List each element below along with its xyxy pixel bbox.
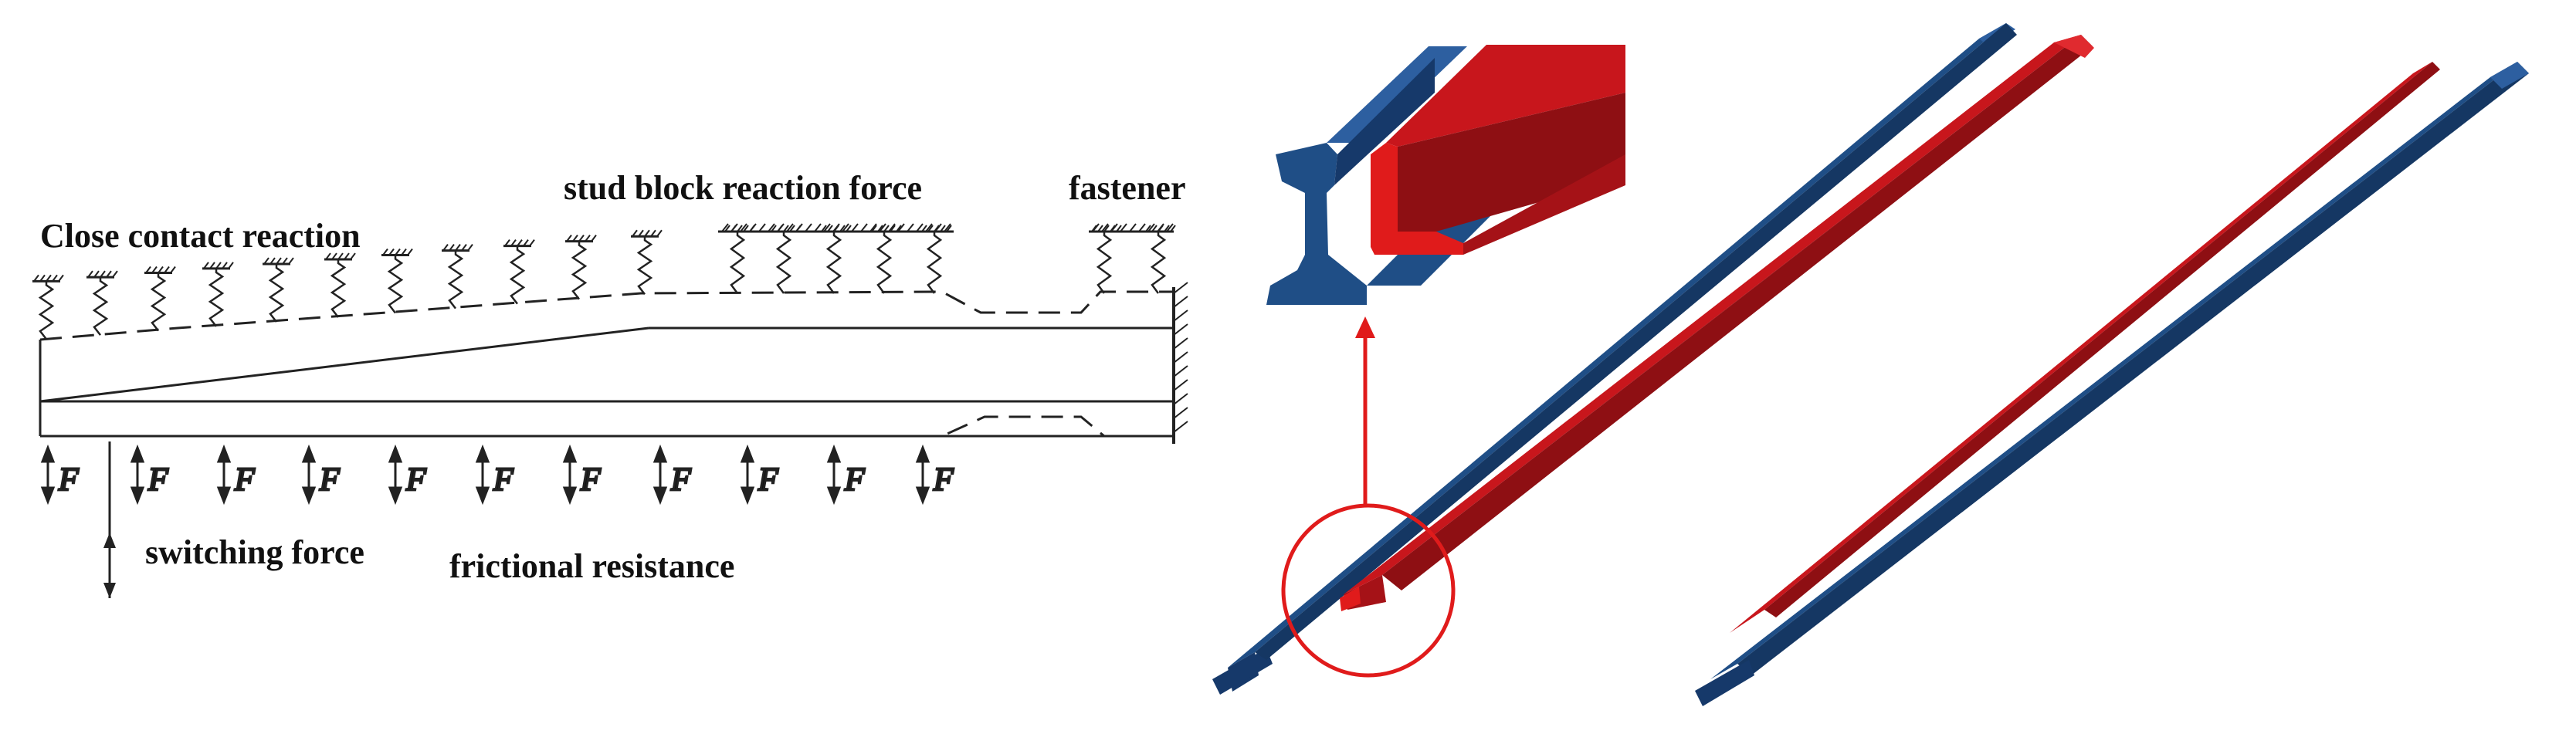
force-label: F bbox=[234, 462, 255, 498]
stock-rail-left bbox=[1212, 23, 2017, 695]
spring-support-icon bbox=[1144, 225, 1176, 294]
double-arrow-icon: F bbox=[130, 444, 170, 506]
double-arrow-icon: F bbox=[40, 444, 80, 506]
double-arrow-icon: F bbox=[826, 444, 866, 506]
double-arrow-icon: F bbox=[652, 444, 693, 506]
mechanical-model: Close contact reaction stud block reacti… bbox=[32, 169, 1188, 598]
switch-rail-left bbox=[1340, 35, 2094, 611]
double-arrow-icon: F bbox=[216, 444, 256, 506]
spring-support-icon bbox=[631, 229, 663, 296]
spring-support-icon bbox=[820, 225, 852, 294]
force-label: F bbox=[319, 462, 340, 498]
stock-rail-right bbox=[1695, 62, 2529, 706]
spring-support-icon bbox=[565, 235, 597, 300]
cross-section-inset bbox=[1266, 40, 1625, 310]
force-label: F bbox=[58, 462, 79, 498]
spring-support-icon bbox=[202, 262, 234, 327]
force-label: F bbox=[670, 462, 691, 498]
force-label: F bbox=[844, 462, 865, 498]
spring-support-icon bbox=[144, 266, 176, 332]
wall-hatch bbox=[1173, 282, 1188, 433]
spring-support-icon bbox=[870, 225, 902, 294]
force-label: F bbox=[580, 462, 601, 498]
beam-bottom-dashed bbox=[40, 415, 1174, 438]
rail-3d-render bbox=[1212, 23, 2529, 706]
double-arrow-icon: F bbox=[562, 444, 602, 506]
spring-support-icon bbox=[32, 274, 64, 340]
double-arrow-icon: F bbox=[475, 444, 515, 506]
double-arrow-icon: F bbox=[915, 444, 955, 506]
spring-support-icon bbox=[86, 270, 118, 336]
label-fastener: fastener bbox=[1069, 169, 1186, 207]
force-label: F bbox=[758, 462, 778, 498]
spring-support-icon bbox=[381, 248, 413, 314]
label-switching-force: switching force bbox=[145, 533, 364, 571]
callout-arrowhead bbox=[1355, 316, 1375, 338]
spring-support-icon bbox=[1090, 225, 1122, 294]
spring-support-icon bbox=[724, 225, 755, 294]
switch-rail-right bbox=[1730, 62, 2440, 633]
label-frictional-resistance: frictional resistance bbox=[449, 547, 734, 585]
spring-support-icon bbox=[503, 239, 535, 305]
double-arrow-icon: F bbox=[740, 444, 780, 506]
spring-support-icon bbox=[442, 244, 473, 310]
beam-taper-line bbox=[39, 326, 649, 403]
spring-support-icon bbox=[263, 257, 294, 323]
force-label: F bbox=[405, 462, 426, 498]
switch-rail-section bbox=[1371, 143, 1463, 255]
spring-support-icon bbox=[324, 252, 356, 318]
force-label: F bbox=[147, 462, 168, 498]
label-stud-block: stud block reaction force bbox=[564, 169, 922, 207]
spring-support-icon bbox=[920, 225, 952, 294]
spring-support-icon bbox=[770, 225, 802, 294]
spring-supports bbox=[32, 223, 1176, 340]
double-arrow-icon: F bbox=[388, 444, 428, 506]
zoom-circle-icon bbox=[1281, 503, 1456, 678]
force-label: F bbox=[493, 462, 514, 498]
switching-force-arrow bbox=[103, 441, 116, 598]
force-label: F bbox=[933, 462, 954, 498]
beam-top-dashed bbox=[39, 290, 1174, 341]
stock-rail-section bbox=[1266, 143, 1367, 305]
double-arrow-icon: F bbox=[301, 444, 341, 506]
label-close-contact: Close contact reaction bbox=[40, 217, 361, 255]
rail-beam bbox=[39, 282, 1188, 444]
